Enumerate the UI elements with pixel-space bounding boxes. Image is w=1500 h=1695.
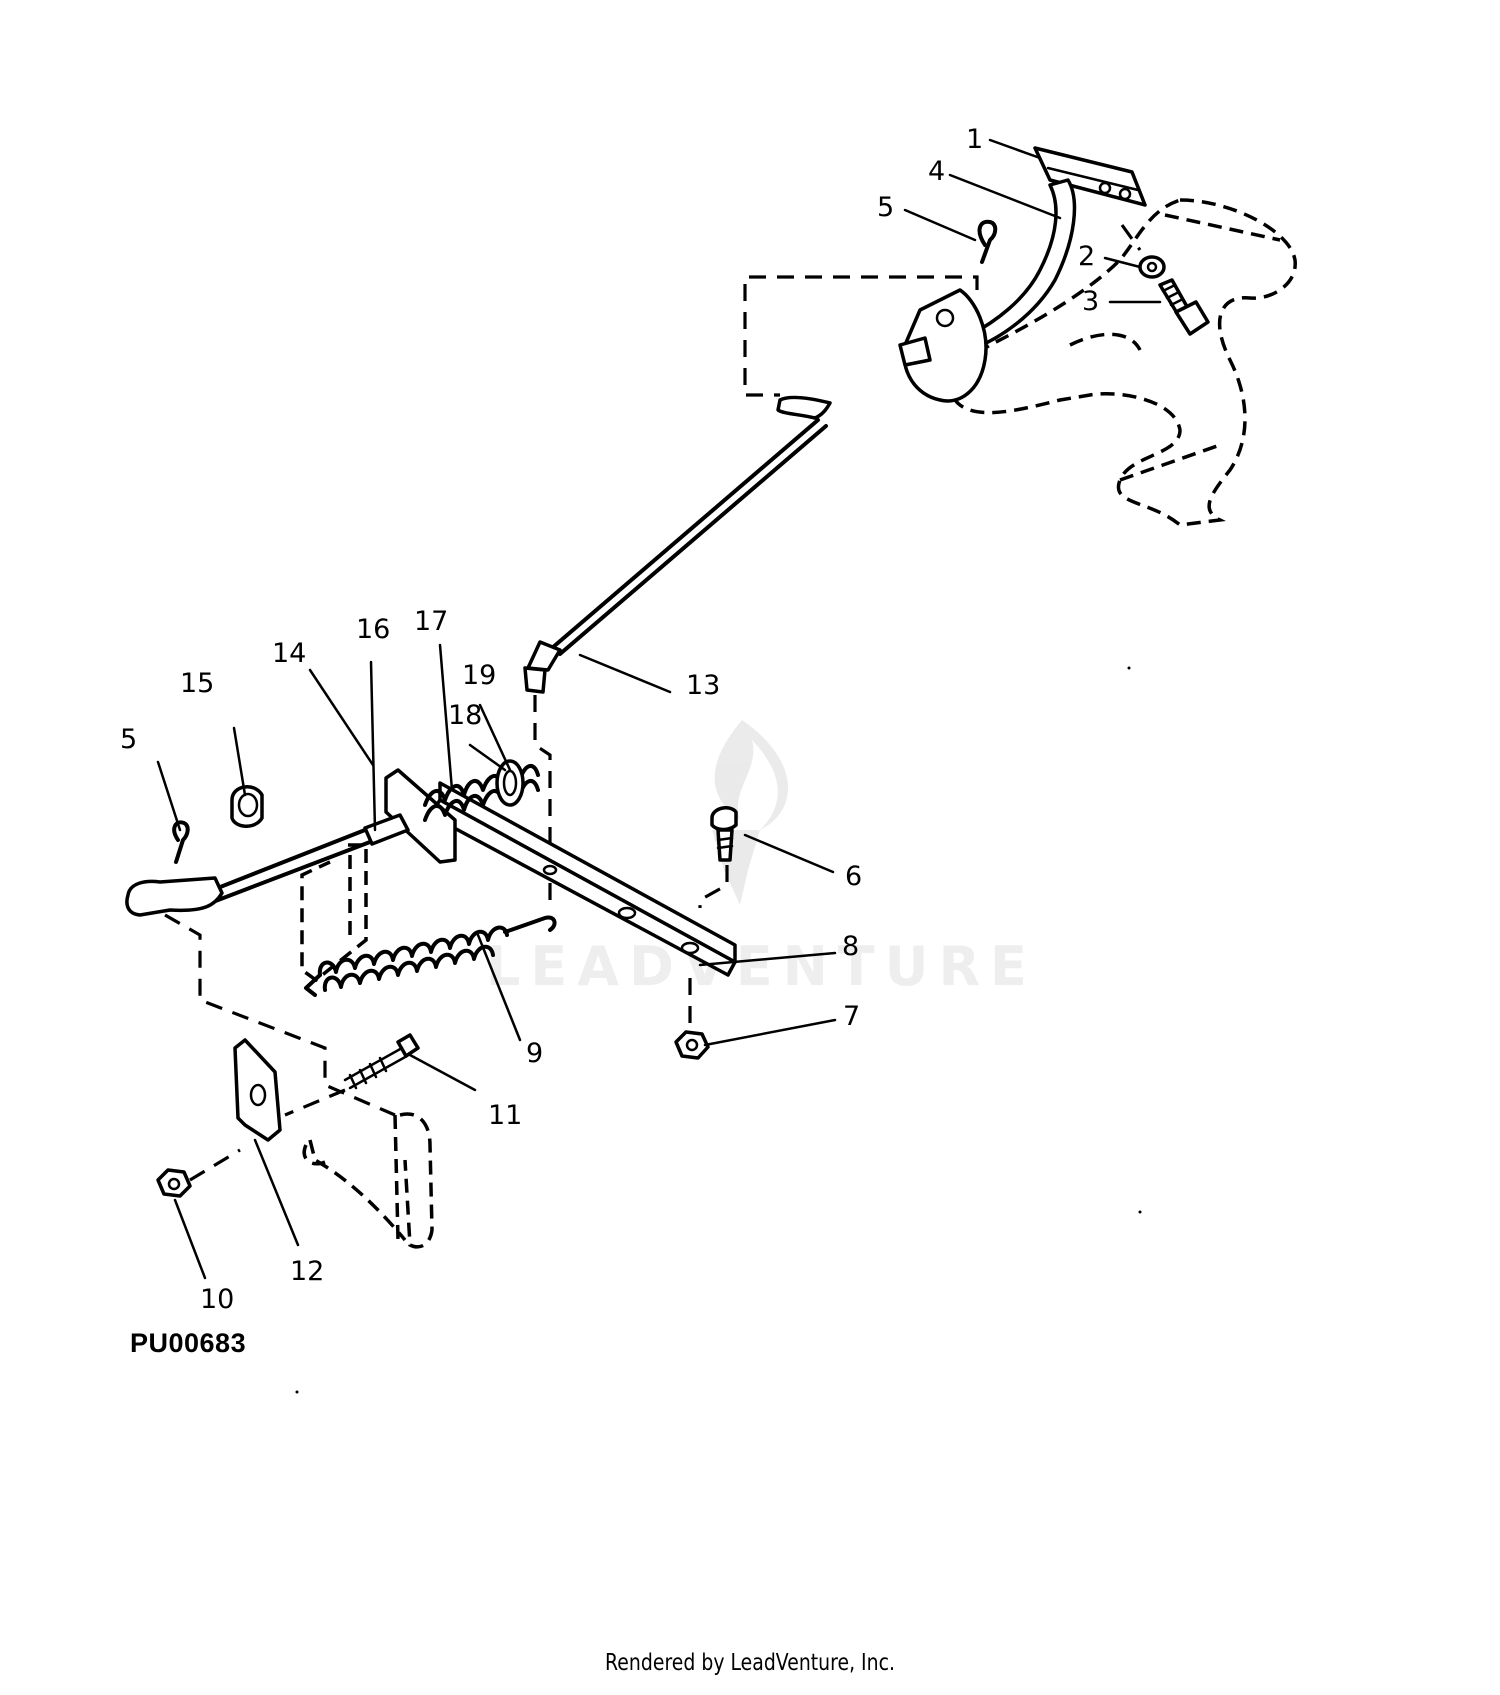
callout-4: 4	[928, 156, 945, 187]
leader-dash	[698, 865, 729, 908]
callout-13: 13	[686, 670, 720, 701]
leader-dash	[533, 695, 552, 900]
callout-leaders	[156, 138, 1162, 1280]
pedal-assembly	[898, 146, 1297, 527]
bolt-part-3	[1158, 278, 1210, 336]
callout-2: 2	[1078, 241, 1095, 272]
cotter-pin-part-5-top	[977, 219, 998, 264]
callout-3: 3	[1082, 286, 1099, 317]
callout-5-left: 5	[120, 724, 137, 755]
bracket-part-17	[384, 768, 457, 864]
callout-15: 15	[180, 668, 214, 699]
nut-part-7	[674, 1030, 710, 1060]
cotter-pin-part-5-left	[172, 820, 190, 864]
callout-11: 11	[488, 1100, 522, 1131]
leader-dash	[189, 1148, 241, 1182]
callout-14: 14	[272, 638, 306, 669]
leader-dash	[164, 913, 396, 1117]
callout-6: 6	[845, 861, 862, 892]
bolt-part-6	[710, 806, 738, 862]
plate-part-12	[233, 1038, 282, 1142]
callout-17: 17	[414, 606, 448, 637]
callout-18: 18	[448, 700, 482, 731]
extension-spring-part-9	[304, 915, 557, 997]
callout-19: 19	[462, 660, 496, 691]
lever-bar-part-8	[428, 781, 737, 977]
washer-part-2	[1138, 255, 1166, 279]
callout-10: 10	[200, 1284, 234, 1315]
callout-16: 16	[356, 614, 390, 645]
callout-7: 7	[843, 1001, 860, 1032]
render-credit: Rendered by LeadVenture, Inc.	[605, 1650, 895, 1676]
callout-5-top: 5	[877, 192, 894, 223]
leader-dash	[743, 275, 979, 397]
nut-part-10	[156, 1168, 192, 1198]
diagram-code: PU00683	[130, 1328, 247, 1358]
rod-part-13	[523, 395, 832, 694]
clip-part-15	[230, 785, 264, 828]
callout-1: 1	[966, 124, 983, 155]
callout-9: 9	[526, 1038, 543, 1069]
watermark: LEADVENTURE	[486, 935, 1037, 998]
link-bracket	[302, 1112, 434, 1249]
callout-12: 12	[290, 1256, 324, 1287]
bolt-part-11	[343, 1033, 420, 1090]
callout-labels: 1 4 5 2 3 13 16 17 14 19 18 15 5 6 8 9 7…	[120, 124, 1099, 1315]
lever-rod-part-14	[125, 813, 410, 917]
leader-dash	[1120, 224, 1142, 251]
leader-dash	[284, 1088, 346, 1117]
callout-8: 8	[842, 931, 859, 962]
